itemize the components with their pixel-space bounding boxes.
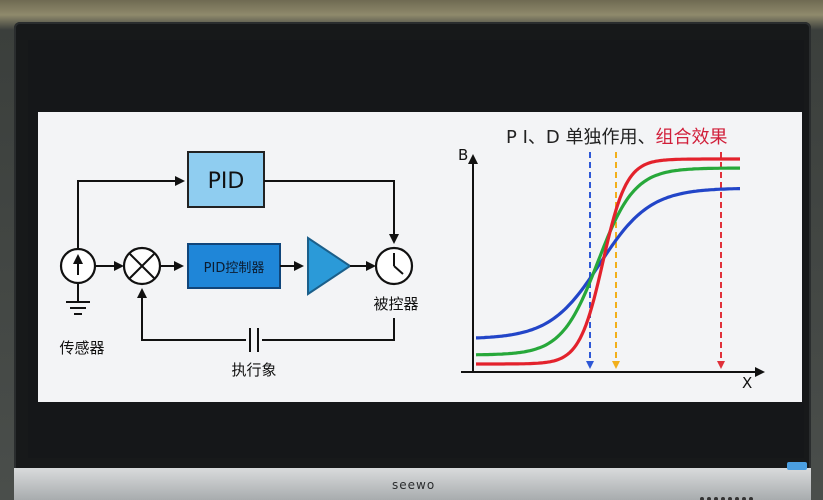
brand-logo: seewo — [392, 478, 436, 492]
summing-cross-b — [129, 253, 155, 279]
curve-blue — [476, 187, 740, 340]
front-panel-buttons — [700, 486, 796, 500]
plant-label: 被控器 — [373, 295, 418, 313]
pid-controller-box — [187, 243, 281, 289]
chart-title: P I、D 单独作用、组合效果 — [506, 127, 727, 148]
response-chart: P I、D 单独作用、组合效果 B X — [458, 127, 765, 392]
chart-title-part1: P I、D 单独作用、 — [506, 127, 655, 148]
y-axis-label: B — [458, 146, 468, 164]
curve-red — [476, 157, 740, 366]
amplifier-symbol — [307, 236, 352, 296]
slide-canvas: PID 传感器 — [59, 127, 765, 392]
panel-button[interactable] — [728, 497, 732, 500]
panel-button[interactable] — [714, 497, 718, 500]
presentation-slide: PID 传感器 — [38, 112, 802, 402]
panel-button[interactable] — [700, 497, 704, 500]
panel-button[interactable] — [721, 497, 725, 500]
panel-button[interactable] — [749, 497, 753, 500]
feedforward-line — [77, 176, 185, 249]
panel-button[interactable] — [707, 497, 711, 500]
capacitor-gap — [246, 330, 262, 350]
clock-hand-hour — [393, 265, 404, 275]
control-diagram: PID 传感器 — [59, 151, 419, 379]
chart-title-part2: 组合效果 — [655, 127, 727, 148]
panel-button[interactable] — [742, 497, 746, 500]
pid-top-box — [187, 151, 265, 208]
feedback-line — [137, 288, 395, 341]
x-axis-label: X — [742, 374, 752, 392]
pid-to-plant-line — [264, 180, 399, 244]
pid-top-label: PID — [208, 169, 245, 194]
actuator-label: 执行象 — [231, 361, 276, 379]
pid-controller-label: PID控制器 — [204, 261, 265, 276]
panel-button[interactable] — [735, 497, 739, 500]
status-indicator — [787, 462, 807, 470]
curve-green — [475, 166, 740, 357]
display-bottom-bar — [14, 468, 811, 500]
sensor-label: 传感器 — [59, 339, 104, 357]
